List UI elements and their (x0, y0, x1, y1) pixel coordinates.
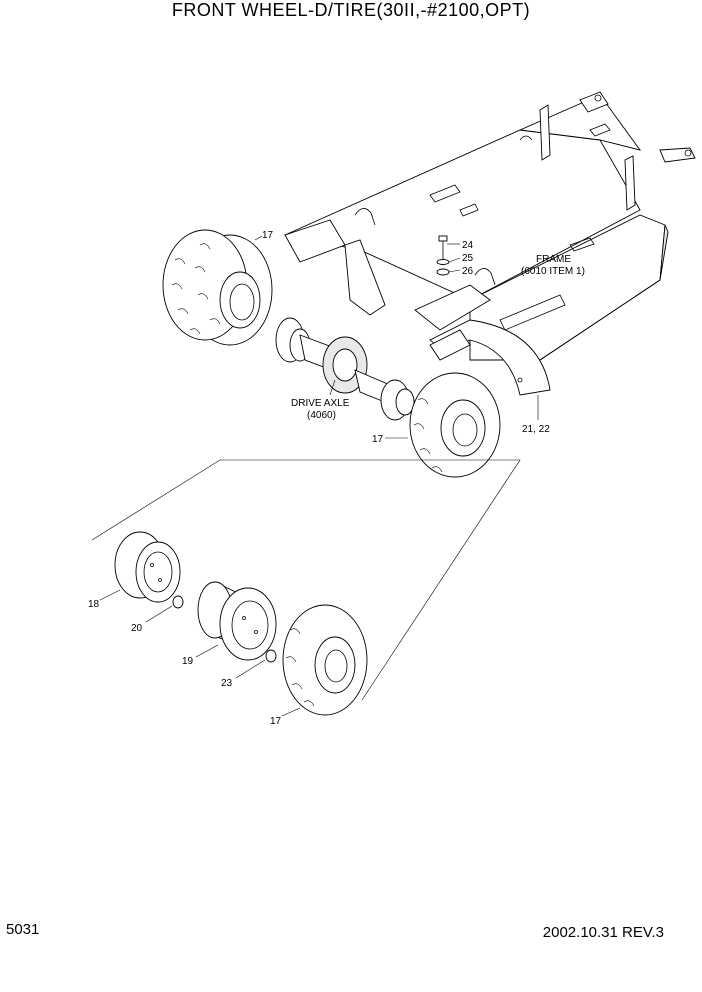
label-frame: FRAME (536, 254, 571, 265)
label-item-19: 19 (182, 656, 194, 667)
label-tire-bottom: 17 (270, 716, 282, 727)
label-item-24: 24 (462, 240, 474, 251)
bolt-stack (436, 235, 461, 276)
label-item-21-22: 21, 22 (522, 424, 550, 435)
nut-20 (145, 595, 184, 623)
label-item-20: 20 (131, 623, 143, 634)
page-title: FRONT WHEEL-D/TIRE(30II,-#2100,OPT) (171, 0, 531, 20)
dual-tire-top (162, 229, 273, 346)
label-item-23: 23 (221, 678, 233, 689)
label-drive-axle-ref: (4060) (307, 410, 336, 421)
label-tire-mid: 17 (372, 434, 384, 445)
tire-mid (385, 372, 501, 478)
explode-guide (91, 459, 521, 701)
tire-bottom (281, 604, 368, 717)
revision-date: 2002.10.31 REV.3 (542, 924, 664, 941)
label-drive-axle: DRIVE AXLE (291, 398, 350, 409)
label-item-26: 26 (462, 266, 474, 277)
label-frame-ref: (6010 ITEM 1) (521, 266, 585, 277)
frame (283, 91, 696, 396)
rim-outer (99, 531, 181, 603)
label-item-25: 25 (462, 253, 474, 264)
nut-23 (235, 649, 277, 679)
rim-inner (195, 581, 277, 661)
page-number: 5031 (6, 921, 40, 938)
label-item-18: 18 (88, 599, 100, 610)
drive-axle (275, 317, 415, 421)
label-tire-top: 17 (262, 230, 274, 241)
